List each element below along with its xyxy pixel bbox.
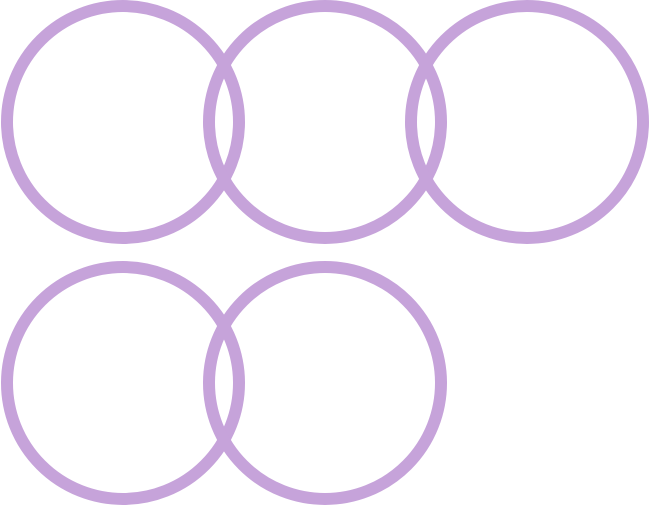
ring-row2-1 <box>1 261 245 505</box>
ring-row2-2 <box>203 261 447 505</box>
ring-row1-3 <box>405 0 649 244</box>
ring-row1-2 <box>203 0 447 244</box>
ring-row1-1 <box>1 0 245 244</box>
